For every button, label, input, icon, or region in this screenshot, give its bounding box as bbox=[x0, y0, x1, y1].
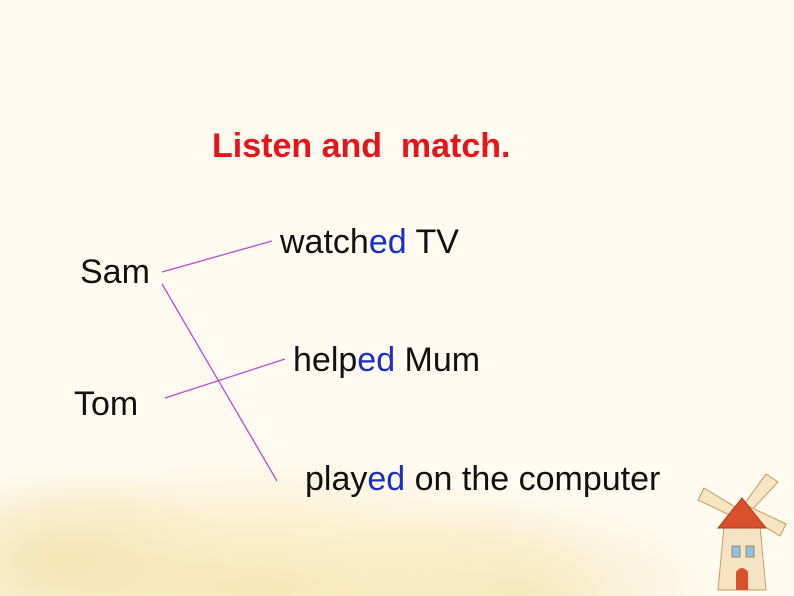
activity-rest: on the computer bbox=[405, 460, 661, 498]
activity-rest: TV bbox=[406, 223, 459, 261]
activity-helped-mum[interactable]: helped Mum bbox=[293, 340, 480, 380]
windmill-door bbox=[736, 568, 748, 590]
activity-stem: watch bbox=[280, 223, 369, 261]
ed-suffix: ed bbox=[368, 223, 407, 261]
windmill-hub bbox=[738, 506, 746, 514]
match-line-sam-played bbox=[161, 283, 278, 482]
activity-stem: help bbox=[293, 341, 358, 379]
windmill-window bbox=[745, 545, 755, 558]
activity-rest: Mum bbox=[395, 341, 481, 379]
activity-watched-tv[interactable]: watched TV bbox=[280, 222, 459, 262]
name-tom[interactable]: Tom bbox=[74, 385, 139, 423]
windmill-window bbox=[731, 545, 741, 558]
match-line-tom-helped bbox=[164, 358, 286, 399]
name-sam[interactable]: Sam bbox=[80, 253, 150, 291]
activity-played-computer[interactable]: played on the computer bbox=[305, 459, 660, 499]
page-title: Listen and match. bbox=[212, 127, 511, 165]
match-line-sam-watched bbox=[161, 240, 273, 273]
activity-stem: play bbox=[305, 460, 368, 498]
ed-suffix: ed bbox=[367, 460, 406, 498]
windmill-icon bbox=[697, 473, 787, 591]
ed-suffix: ed bbox=[357, 341, 396, 379]
